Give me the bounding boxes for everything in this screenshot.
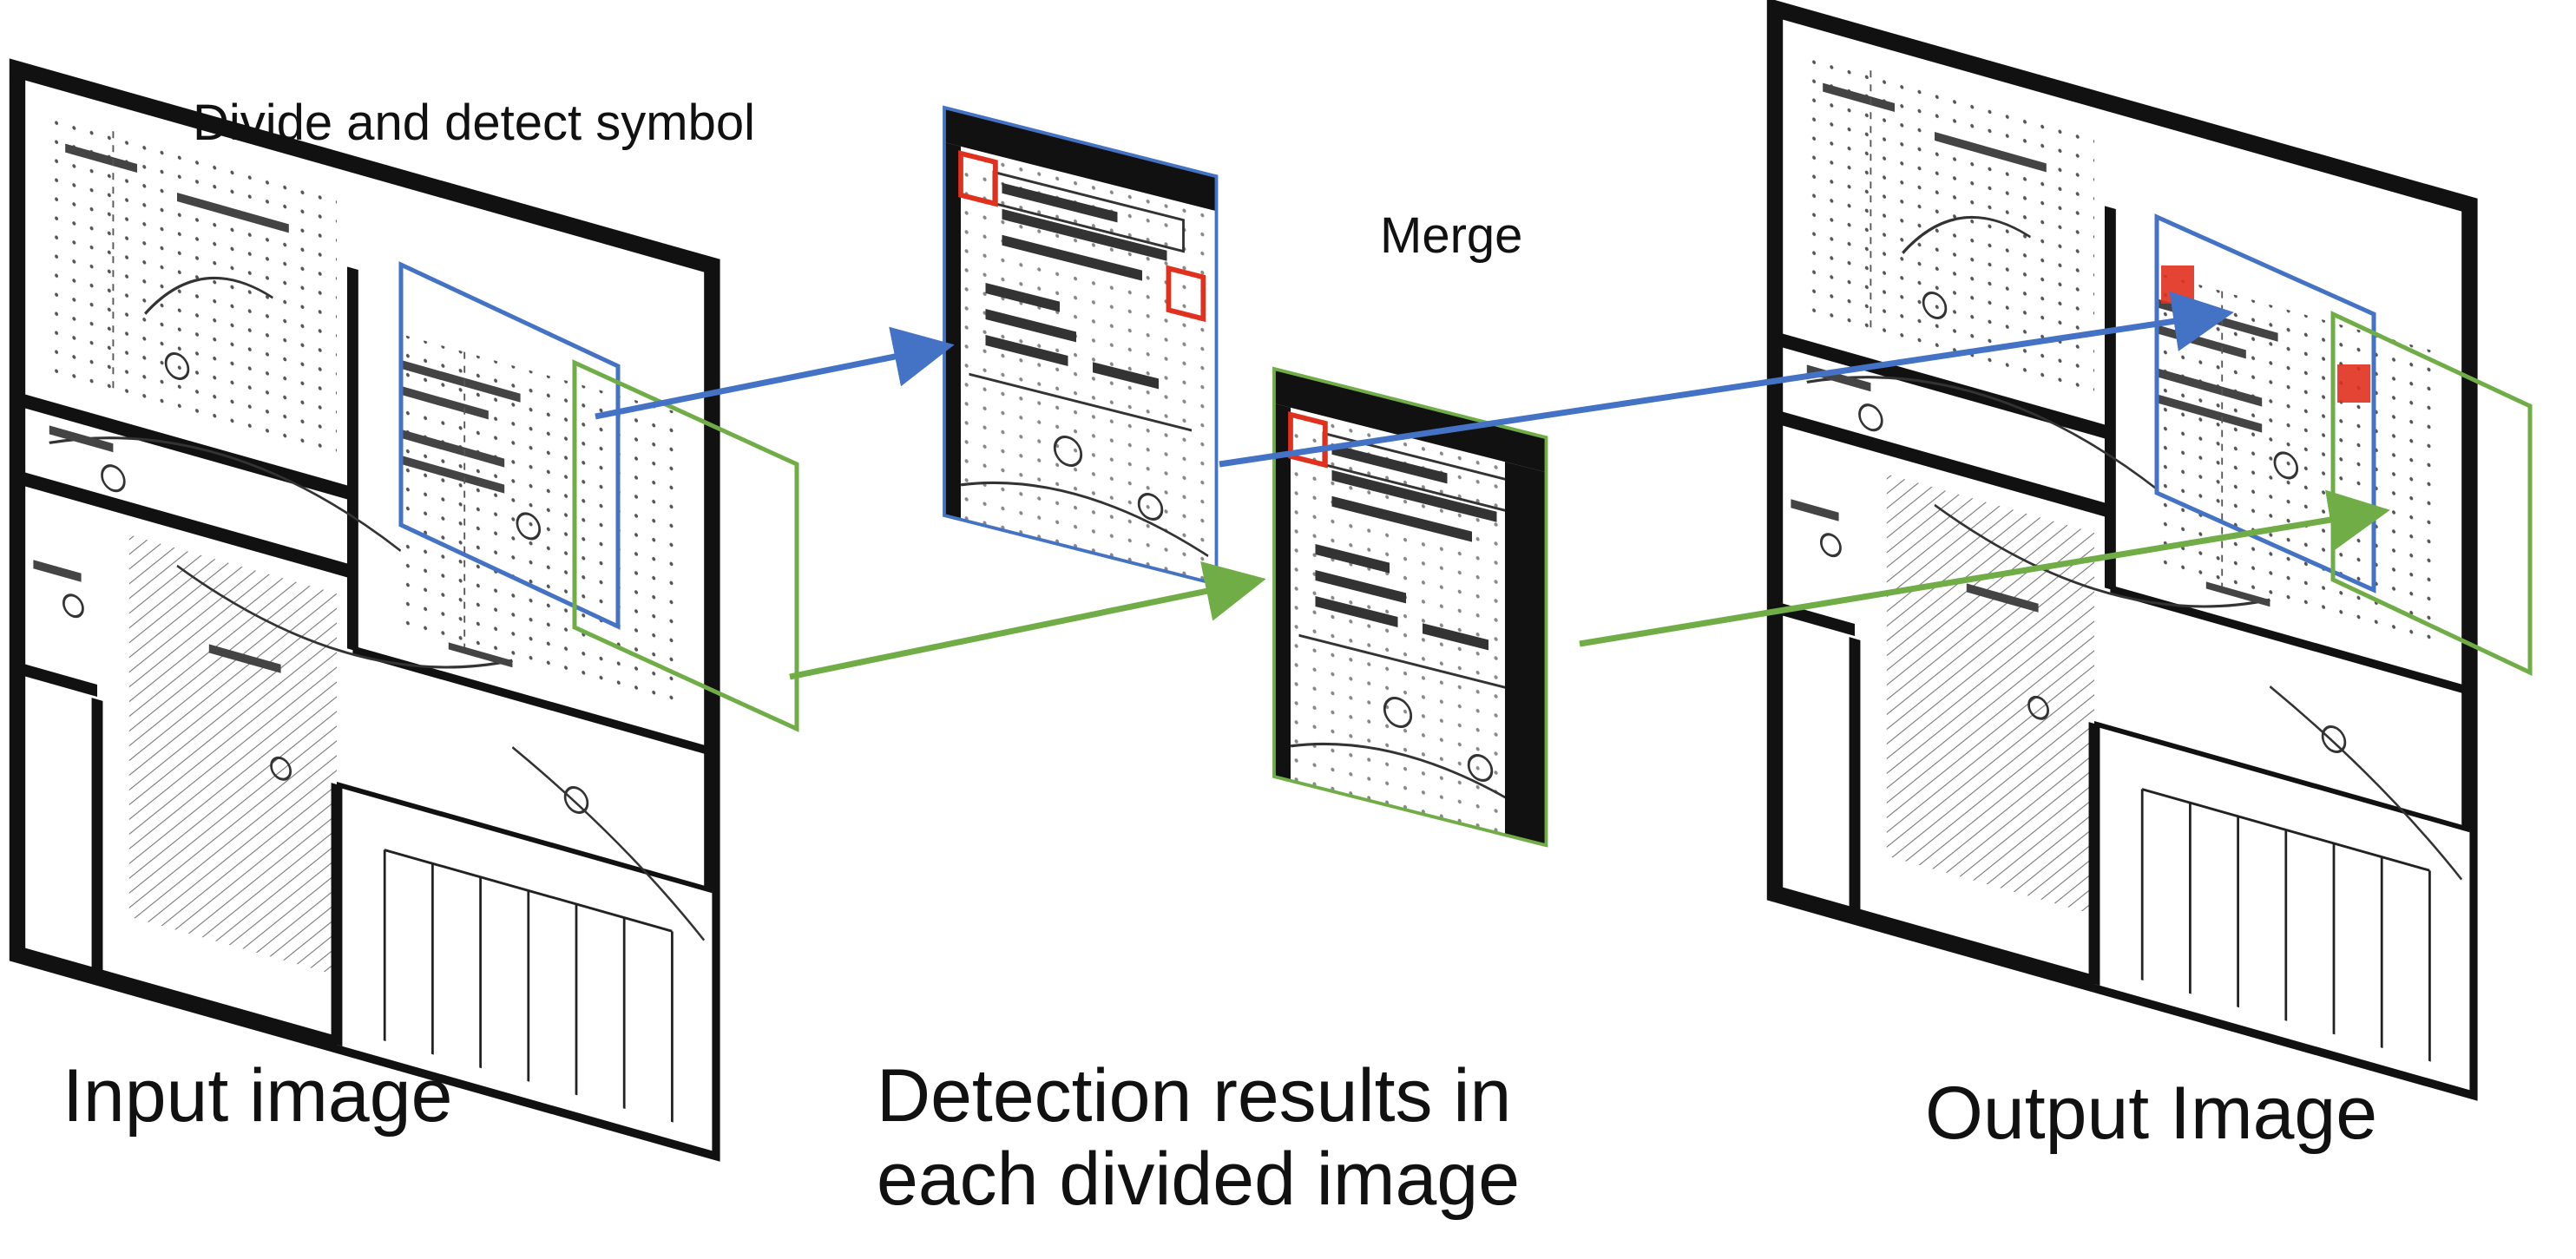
detection-results-line2: each divided image xyxy=(877,1138,1521,1222)
divided-crop-blue xyxy=(943,105,1219,587)
divide-detect-label: Divide and detect symbol xyxy=(193,95,755,151)
merge-label: Merge xyxy=(1380,207,1523,264)
arrow-green-merge xyxy=(1579,489,2390,647)
output-detected-symbol-1 xyxy=(2161,266,2194,304)
arrow-green-divide xyxy=(789,561,1266,680)
output-image-caption: Output Image xyxy=(1925,1072,2378,1155)
output-blue-window xyxy=(2154,213,2376,593)
input-floorplan xyxy=(17,69,712,1151)
arrow-blue-merge xyxy=(1219,291,2234,468)
detection-results-line1: Detection results in xyxy=(877,1054,1512,1138)
divided-crop-green xyxy=(1272,366,1548,848)
input-green-window xyxy=(572,359,799,732)
detection-results-caption: Detection results in each divided image xyxy=(877,1054,1520,1222)
input-blue-window xyxy=(398,261,621,630)
input-image-caption: Input image xyxy=(62,1054,453,1138)
output-detected-symbol-2 xyxy=(2337,364,2370,403)
arrow-blue-divide xyxy=(595,326,955,420)
output-floorplan xyxy=(1775,9,2469,1090)
